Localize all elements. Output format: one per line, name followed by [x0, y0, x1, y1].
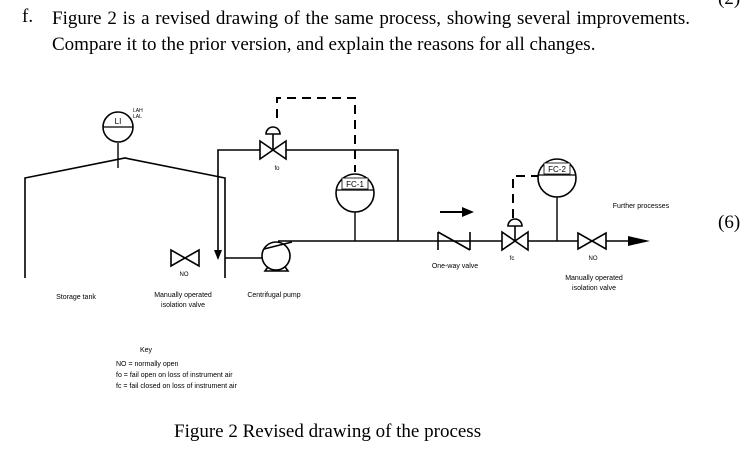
question-text: Figure 2 is a revised drawing of the sam…	[52, 8, 690, 55]
fc1-controller: FC-1	[335, 173, 375, 241]
centrifugal-pump	[261, 241, 293, 272]
isolation-valve-1-label-line1: Manually operated	[154, 292, 212, 299]
pump-label: Centrifugal pump	[247, 292, 300, 299]
storage-tank-label: Storage tank	[56, 294, 96, 301]
bypass-control-valve	[259, 126, 287, 161]
key-line-fail-closed: fc = fail closed on loss of instrument a…	[116, 383, 237, 390]
one-way-valve-label: One-way valve	[432, 263, 478, 270]
fc2-tag: FC-2	[548, 165, 566, 174]
fc2-signal-line	[512, 175, 538, 218]
isolation-valve-2-state: NO	[589, 256, 598, 262]
level-alarm-high-label: LAH	[133, 108, 143, 114]
isolation-valve-1	[170, 248, 200, 268]
flow-direction-arrow	[462, 207, 474, 217]
isolation-valve-2-label-line2: isolation valve	[572, 285, 616, 292]
key-line-fail-open: fo = fail open on loss of instrument air	[116, 372, 233, 379]
flow-control-valve	[501, 218, 529, 252]
bypass-return-arrow	[214, 250, 222, 260]
fc1-signal-line	[276, 97, 356, 172]
isolation-valve-1-label-line2: isolation valve	[161, 302, 205, 309]
key-title: Key	[140, 347, 153, 354]
fc1-tag: FC-1	[346, 180, 364, 189]
isolation-valve-2-label-line1: Manually operated	[565, 275, 623, 282]
fc2-controller: FC-2	[537, 158, 577, 241]
level-alarm-low-label: LAL	[133, 114, 142, 120]
isolation-valve-1-state: NO	[180, 272, 189, 278]
isolation-valve-2	[577, 231, 607, 251]
key-line-normally-open: NO = normally open	[116, 361, 179, 368]
outlet-arrow	[628, 236, 650, 246]
bypass-valve-fail-label: fo	[274, 166, 280, 172]
one-way-valve	[437, 231, 471, 251]
question-letter: f.	[22, 6, 34, 27]
marks-previous: (2)	[718, 0, 740, 10]
level-indicator-tag: LI	[115, 117, 122, 126]
level-indicator: LI	[102, 111, 134, 168]
control-valve-fail-label: fc	[510, 256, 515, 262]
further-processes-label: Further processes	[613, 203, 670, 210]
storage-tank	[24, 157, 226, 278]
marks: (6)	[718, 212, 741, 233]
figure-caption: Figure 2 Revised drawing of the process	[174, 421, 482, 442]
